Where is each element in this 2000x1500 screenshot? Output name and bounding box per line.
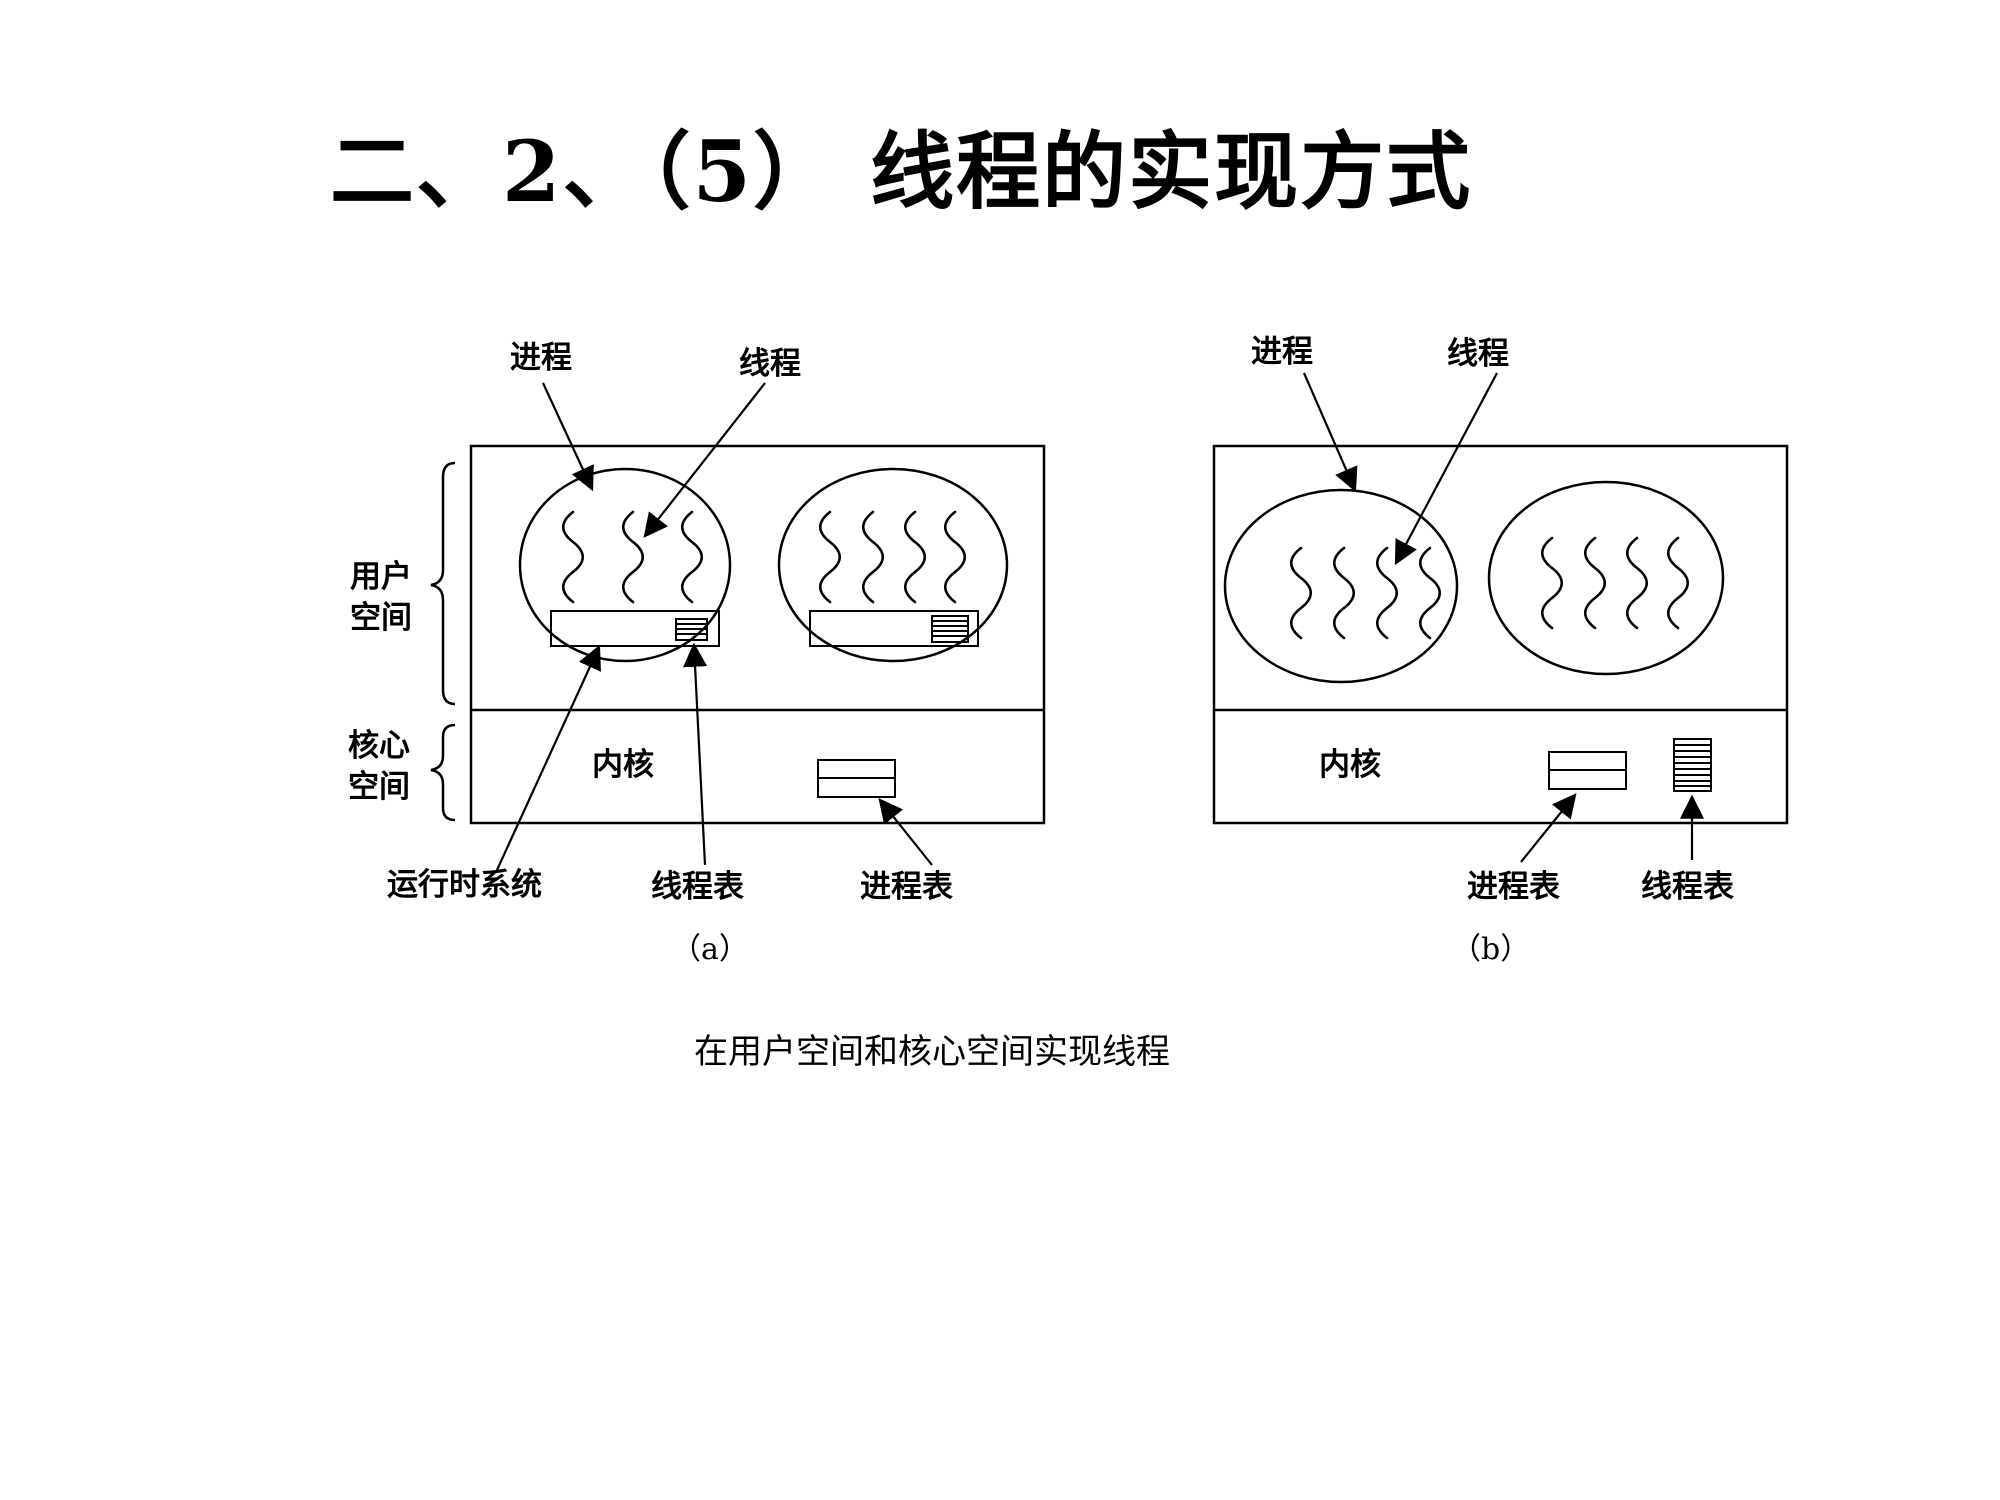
thread-table-icon-b bbox=[1673, 738, 1712, 792]
arrow-process-b bbox=[1302, 372, 1358, 493]
thread-wave-group-a1 bbox=[561, 510, 704, 604]
diagram-b: 进程 线程 内核 进程表 线程表 （b） bbox=[1212, 334, 1789, 967]
thread-wave bbox=[561, 510, 585, 604]
page-title: 二、2、（5） 线程的实现方式 bbox=[330, 122, 1473, 221]
kernel-space-brace bbox=[430, 723, 456, 822]
sublabel-a: （a） bbox=[671, 932, 749, 967]
process-ellipse-a1 bbox=[518, 467, 732, 663]
thread-wave-group-a2 bbox=[818, 510, 967, 604]
runtime-system-bar-a2 bbox=[809, 610, 979, 647]
arrow-thread-table-a bbox=[683, 642, 708, 866]
thread-wave bbox=[943, 510, 967, 604]
label-kernel-a: 内核 bbox=[592, 747, 654, 783]
outer-box-b bbox=[1212, 444, 1789, 825]
thread-table-icon-a1 bbox=[675, 618, 708, 641]
thread-wave bbox=[621, 510, 645, 604]
arrow-process-a bbox=[542, 382, 594, 492]
thread-wave bbox=[818, 510, 842, 604]
arrow-runtime-system bbox=[495, 644, 601, 871]
thread-wave bbox=[903, 510, 927, 604]
thread-wave bbox=[1418, 546, 1442, 640]
sublabel-b: （b） bbox=[1451, 932, 1530, 967]
process-ellipse-b2 bbox=[1487, 480, 1725, 676]
arrow-thread-a bbox=[643, 382, 766, 538]
user-space-brace bbox=[430, 461, 456, 706]
label-kernel-space-1: 核心 bbox=[348, 728, 410, 764]
label-thread-a: 线程 bbox=[739, 346, 801, 382]
label-process-table-a: 进程表 bbox=[860, 869, 953, 905]
figure-caption: 在用户空间和核心空间实现线程 bbox=[694, 1032, 1170, 1072]
thread-wave-group-b2 bbox=[1540, 536, 1690, 630]
label-thread-b: 线程 bbox=[1447, 336, 1509, 372]
label-kernel-space-2: 空间 bbox=[348, 769, 410, 805]
runtime-system-bar-a1 bbox=[550, 610, 720, 647]
process-ellipse-a2 bbox=[777, 467, 1009, 663]
arrow-thread-b bbox=[1394, 372, 1498, 566]
thread-wave bbox=[1625, 536, 1649, 630]
label-process-a: 进程 bbox=[510, 340, 572, 376]
arrow-process-table-b bbox=[1520, 793, 1577, 863]
thread-wave bbox=[1540, 536, 1564, 630]
process-ellipse-b1 bbox=[1223, 488, 1459, 684]
thread-wave bbox=[1583, 536, 1607, 630]
thread-wave bbox=[1332, 546, 1356, 640]
outer-box-a bbox=[469, 444, 1046, 825]
label-user-space-2: 空间 bbox=[350, 600, 412, 636]
label-process-b: 进程 bbox=[1251, 334, 1313, 370]
thread-table-icon-a2 bbox=[931, 615, 969, 643]
label-process-table-b: 进程表 bbox=[1467, 869, 1560, 905]
thread-wave bbox=[1375, 546, 1399, 640]
arrow-process-table-a bbox=[878, 798, 933, 866]
thread-wave bbox=[1666, 536, 1690, 630]
label-kernel-b: 内核 bbox=[1319, 747, 1381, 783]
label-thread-table-b: 线程表 bbox=[1641, 869, 1734, 905]
process-table-icon-b bbox=[1548, 751, 1627, 790]
diagram-a: 进程 线程 用户 空间 核心 空间 内核 运行时系统 线程表 进程表 （a） bbox=[348, 340, 1046, 967]
thread-wave-group-b1 bbox=[1289, 546, 1442, 640]
thread-wave bbox=[861, 510, 885, 604]
process-table-icon-a bbox=[817, 759, 896, 798]
label-user-space-1: 用户 bbox=[350, 559, 412, 595]
label-thread-table-a: 线程表 bbox=[651, 869, 744, 905]
thread-wave bbox=[1289, 546, 1313, 640]
label-runtime-system: 运行时系统 bbox=[387, 867, 542, 903]
thread-wave bbox=[680, 510, 704, 604]
